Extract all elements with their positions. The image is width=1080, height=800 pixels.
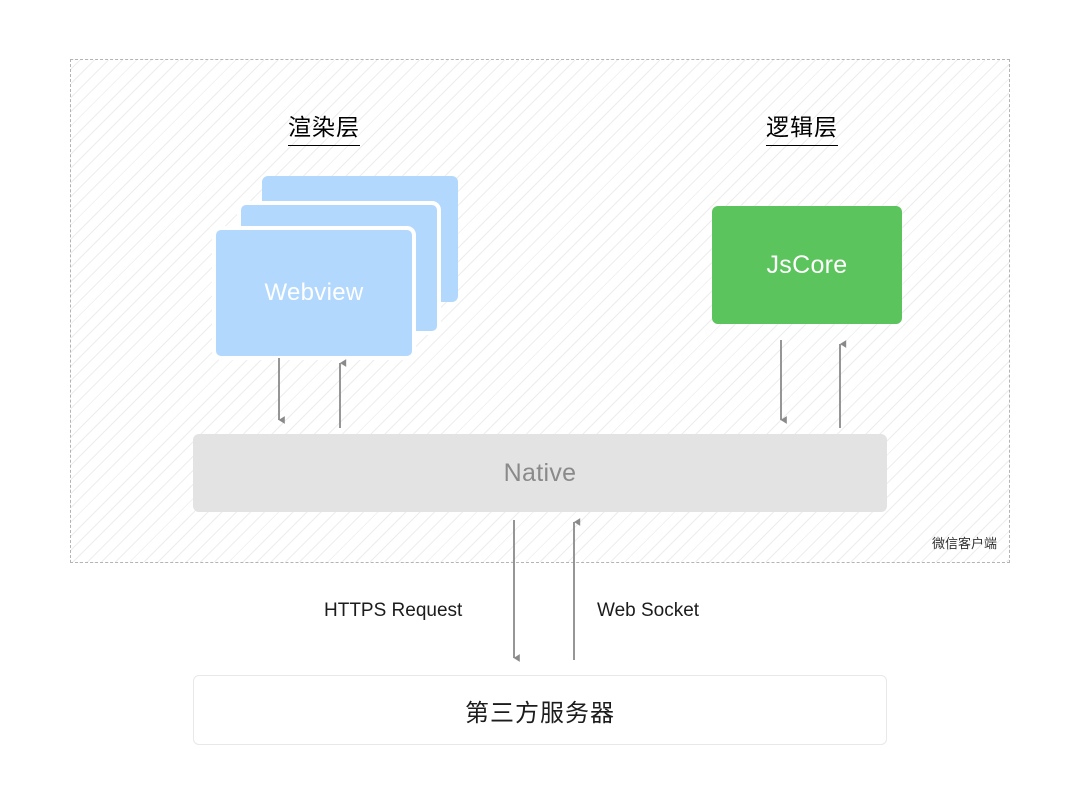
https-request-label: HTTPS Request (324, 600, 463, 621)
web-socket-label: Web Socket (597, 600, 700, 621)
native-box: Native (193, 434, 887, 512)
wechat-client-caption: 微信客户端 (931, 536, 997, 551)
render-layer-title: 渲染层 (288, 108, 360, 146)
webview-label: Webview (264, 279, 364, 306)
third-party-server-box: 第三方服务器 (193, 675, 887, 745)
webview-card-front: Webview (212, 226, 416, 360)
third-party-server-label: 第三方服务器 (465, 699, 615, 727)
native-label: Native (503, 458, 577, 487)
jscore-label: JsCore (766, 250, 848, 279)
logic-layer-title: 逻辑层 (766, 108, 838, 146)
webview-stack: Webview (212, 176, 458, 360)
jscore-box: JsCore (712, 206, 902, 324)
